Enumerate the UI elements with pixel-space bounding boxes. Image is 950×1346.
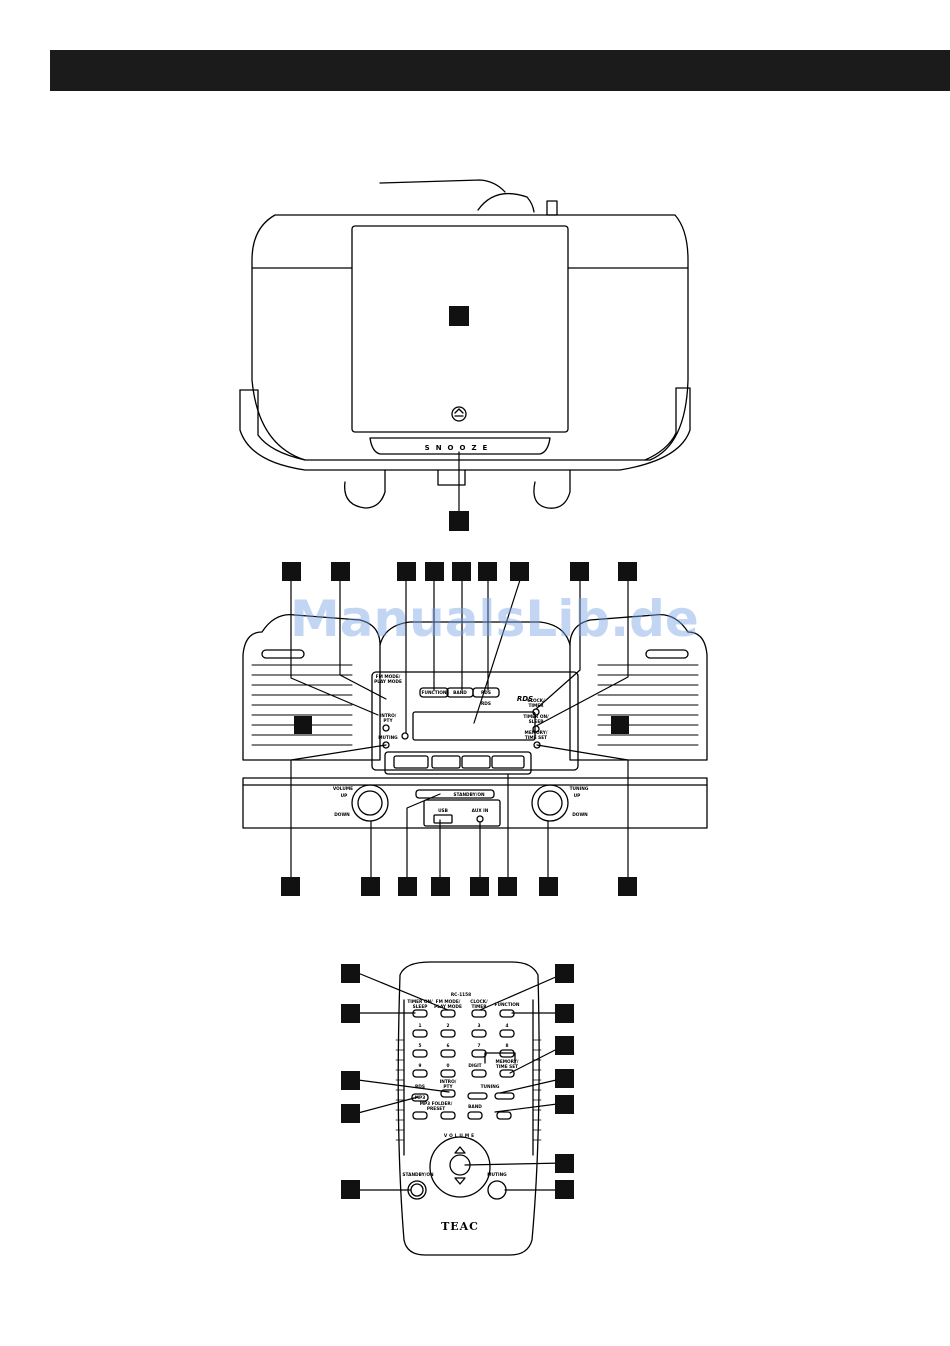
remote-illustration — [395, 961, 542, 1256]
remote-intro-label-2: PTY — [443, 1084, 453, 1090]
key-0[interactable]: 0 — [447, 1063, 450, 1069]
tuning-down-label: DOWN — [572, 812, 588, 818]
callout-leaders — [290, 451, 629, 1191]
remote-model: RC-1158 — [451, 992, 471, 998]
function-button-label[interactable]: FUNCTION — [422, 690, 447, 696]
intro-label-1: INTRO/ — [380, 713, 397, 719]
remote-volume-label: VOLUME — [444, 1133, 476, 1139]
tuning-up-label: UP — [574, 793, 581, 799]
remote-fm-label-1: FM MODE/ — [436, 999, 461, 1005]
digit-label: DIGIT — [468, 1063, 481, 1069]
key-8[interactable]: 8 — [506, 1043, 509, 1049]
rds-label: RDS — [481, 701, 491, 707]
usb-label: USB — [438, 808, 448, 814]
key-5[interactable]: 5 — [419, 1043, 422, 1049]
remote-tuning-label: TUNING — [481, 1084, 500, 1090]
remote-rds-label: RDS — [415, 1084, 425, 1090]
key-7[interactable]: 7 — [478, 1043, 481, 1049]
clock-label-2: TIMER — [528, 703, 544, 709]
callout-markers — [281, 306, 637, 1199]
remote-function-label: FUNCTION — [495, 1002, 520, 1008]
remote-timer-label-2: SLEEP — [413, 1004, 428, 1010]
remote-intro-label-1: INTRO/ — [440, 1079, 457, 1085]
remote-memory-label-1: MEMORY/ — [496, 1059, 519, 1065]
snooze-label: SNOOZE — [425, 444, 494, 452]
timer-on-label-1: TIMER ON/ — [523, 714, 549, 720]
rds-logo: RDS — [517, 695, 533, 703]
memory-label-1: MEMORY/ — [525, 730, 548, 736]
tuning-label: TUNING — [570, 786, 589, 792]
rds-button-label[interactable]: RDS — [481, 690, 491, 696]
band-button-label[interactable]: BAND — [453, 690, 467, 696]
remote-mp3-label[interactable]: MP3 — [415, 1095, 425, 1101]
remote-band-label: BAND — [468, 1104, 482, 1110]
volume-up-label: UP — [341, 793, 348, 799]
remote-clock-label-1: CLOCK/ — [470, 999, 488, 1005]
remote-folder-label-1: MP3 FOLDER/ — [420, 1101, 453, 1107]
volume-down-label: DOWN — [334, 812, 350, 818]
fm-mode-label-2: PLAY MODE — [374, 679, 402, 685]
section-header-bar — [50, 50, 950, 91]
remote-brand-logo: TEAC — [441, 1220, 479, 1233]
key-2[interactable]: 2 — [447, 1023, 450, 1029]
memory-label-2: TIME SET — [525, 735, 547, 741]
remote-timer-label-1: TIMER ON/ — [407, 999, 433, 1005]
key-4[interactable]: 4 — [506, 1023, 509, 1029]
timer-on-label-2: SLEEP — [529, 719, 544, 725]
muting-label: MUTING — [378, 735, 398, 741]
aux-in-label: AUX IN — [472, 808, 489, 814]
volume-label: VOLUME — [333, 786, 353, 792]
top-view-illustration — [239, 179, 691, 509]
remote-memory-label-2: TIME SET — [496, 1064, 518, 1070]
fm-mode-label-1: FM MODE/ — [376, 674, 401, 680]
key-6[interactable]: 6 — [447, 1043, 450, 1049]
remote-muting-label: MUTING — [487, 1172, 507, 1178]
remote-folder-label-2: PRESET — [427, 1106, 445, 1112]
key-9[interactable]: 9 — [419, 1063, 422, 1069]
remote-fm-label-2: PLAY MODE — [434, 1004, 462, 1010]
remote-standby-label: STANDBY/ON — [402, 1172, 434, 1178]
intro-label-2: PTY — [383, 718, 393, 724]
key-1[interactable]: 1 — [419, 1023, 422, 1029]
remote-clock-label-2: TIMER — [471, 1004, 487, 1010]
clock-label-1: CLOCK/ — [527, 698, 545, 704]
key-3[interactable]: 3 — [478, 1023, 481, 1029]
watermark: ManualsLib.de — [290, 590, 699, 648]
standby-label[interactable]: STANDBY/ON — [453, 792, 485, 798]
